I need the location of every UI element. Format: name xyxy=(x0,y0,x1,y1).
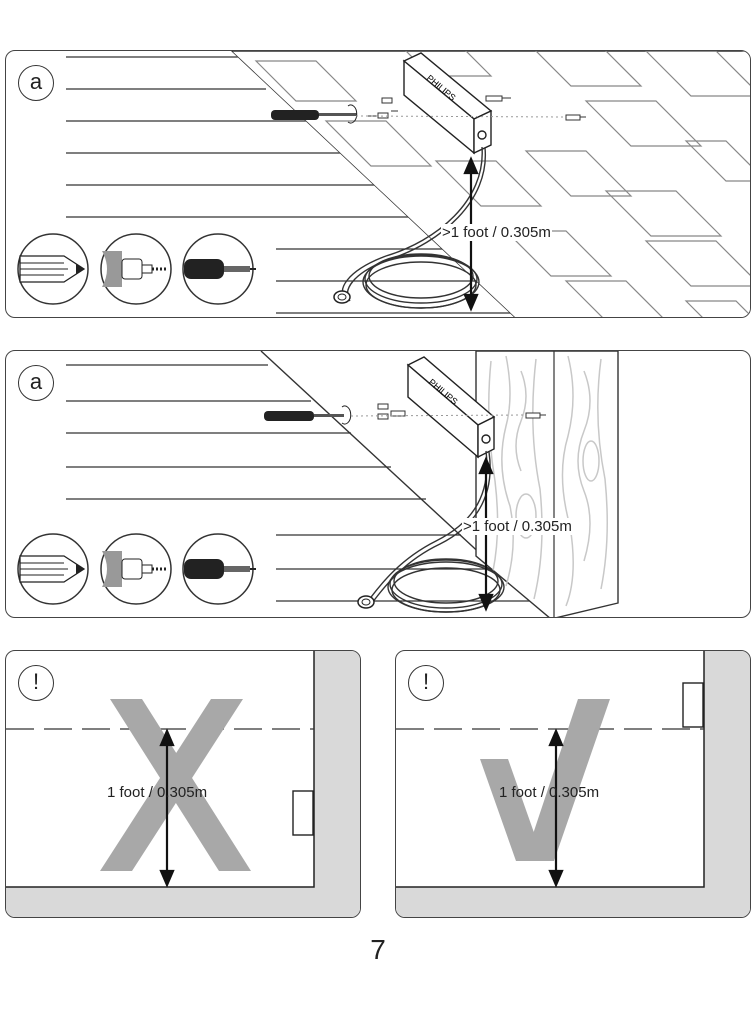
dimension-label: >1 foot / 0.305m xyxy=(462,518,573,535)
wood-install-illustration: PHILIPS xyxy=(17,351,619,617)
example-incorrect: ! 1 foot / 0.305m xyxy=(5,650,361,918)
drill-icon xyxy=(102,551,168,587)
power-cable xyxy=(367,450,505,613)
screwdriver-icon xyxy=(184,259,256,279)
page-number: 7 xyxy=(370,934,386,965)
install-panel-wood: PHILIPS xyxy=(5,350,751,618)
correct-illustration xyxy=(396,651,750,917)
wood-post xyxy=(475,351,619,617)
dimension-arrow xyxy=(159,728,175,888)
driver-box xyxy=(682,682,704,728)
screwdriver-icon xyxy=(184,559,256,579)
tool-icons xyxy=(17,533,256,605)
driver-box: PHILIPS xyxy=(402,52,493,155)
cable-connector xyxy=(333,290,351,304)
brick-wall xyxy=(231,51,750,317)
incorrect-illustration xyxy=(6,651,360,917)
brick-install-illustration: PHILIPS xyxy=(17,51,750,317)
power-cable xyxy=(341,146,486,309)
dimension-label: 1 foot / 0.305m xyxy=(499,784,600,801)
surface-lines xyxy=(66,56,511,314)
pencil-icon xyxy=(19,555,86,583)
check-mark-icon xyxy=(480,699,610,861)
dimension-label: 1 foot / 0.305m xyxy=(107,784,208,801)
dimension-label: >1 foot / 0.305m xyxy=(441,224,552,241)
screwdriver xyxy=(271,104,358,124)
drill-icon xyxy=(102,251,168,287)
dimension-arrow xyxy=(478,456,494,612)
caution-badge: ! xyxy=(408,665,444,701)
screws xyxy=(350,403,546,420)
cable-connector xyxy=(357,595,375,609)
x-mark-icon xyxy=(100,699,251,871)
install-panel-brick: PHILIPS xyxy=(5,50,751,318)
driver-box xyxy=(292,790,314,836)
screws xyxy=(355,95,586,121)
screwdriver xyxy=(264,405,352,425)
pencil-icon xyxy=(19,255,86,283)
dimension-arrow xyxy=(548,728,564,888)
example-correct: ! 1 foot / 0.305m xyxy=(395,650,751,918)
caution-badge: ! xyxy=(18,665,54,701)
step-badge: a xyxy=(18,365,54,401)
driver-box: PHILIPS xyxy=(406,356,496,459)
tool-icons xyxy=(17,233,256,305)
step-badge: a xyxy=(18,65,54,101)
